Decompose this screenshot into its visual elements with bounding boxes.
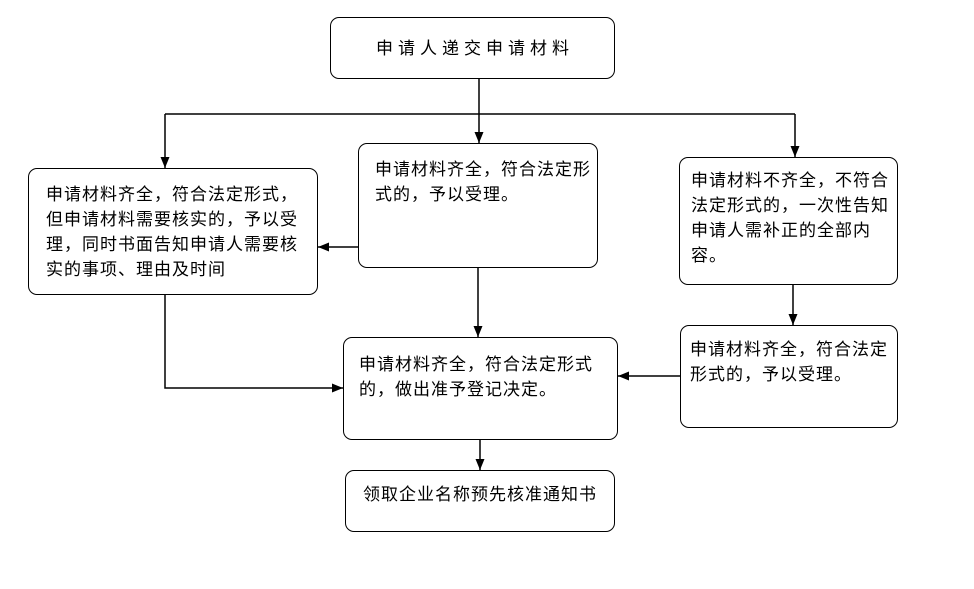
flow-node-accept-after-correction: 申请材料齐全，符合法定 形式的，予以受理。	[680, 325, 898, 428]
flow-node-submit-application: 申请人递交申请材料	[330, 17, 615, 79]
flow-node-registration-decision: 申请材料齐全，符合法定形式 的，做出准予登记决定。	[343, 337, 618, 440]
flow-node-receive-notice: 领取企业名称预先核准通知书	[345, 470, 615, 532]
connector-verify-to-decision	[164, 295, 343, 393]
flow-node-accept-with-verification: 申请材料齐全，符合法定形式， 但申请材料需要核实的，予以受 理，同时书面告知申请…	[28, 168, 318, 295]
flow-node-incomplete-notify: 申请材料不齐全，不符合 法定形式的，一次性告知 申请人需补正的全部内 容。	[679, 157, 898, 285]
flow-node-accept-complete: 申请材料齐全，符合法定形 式的，予以受理。	[358, 143, 598, 268]
